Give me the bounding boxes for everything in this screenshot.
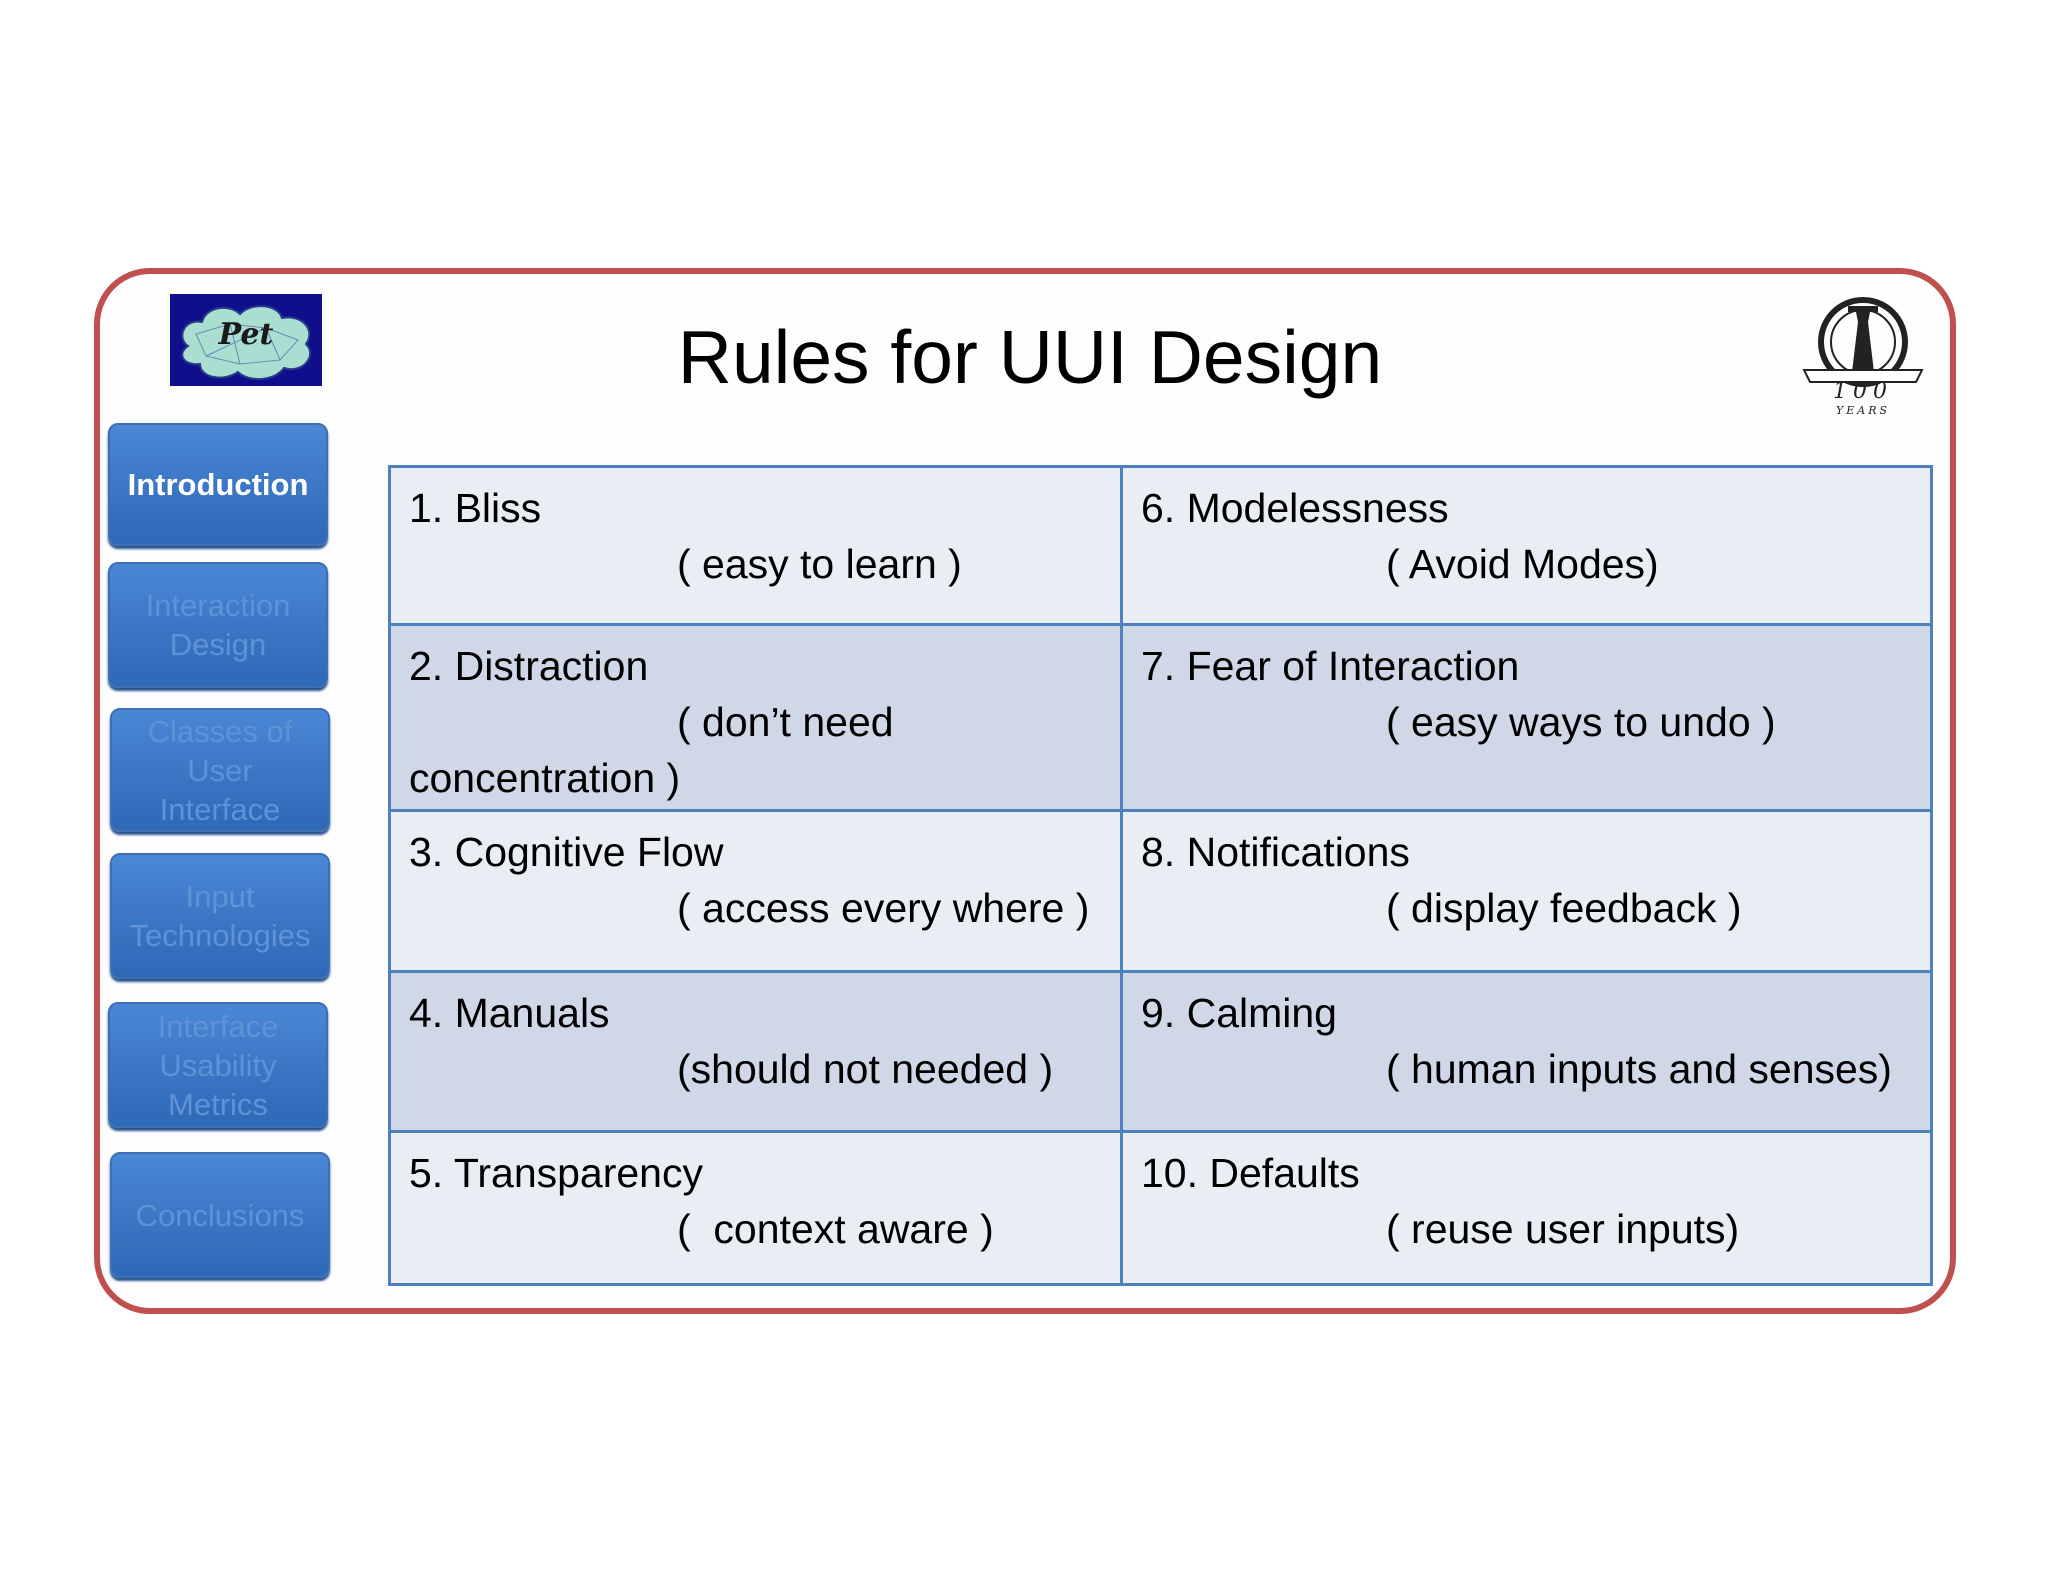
rule-name: 5. Transparency bbox=[409, 1150, 703, 1197]
rule-name: 4. Manuals bbox=[409, 989, 610, 1036]
rule-cell: 7. Fear of Interaction ( easy ways to un… bbox=[1120, 622, 1933, 813]
rule-cell: 6. Modelessness ( Avoid Modes) bbox=[1120, 465, 1933, 626]
rule-description: ( easy to learn ) bbox=[677, 541, 962, 587]
pet-logo: Pet bbox=[170, 294, 322, 386]
rule-name: 7. Fear of Interaction bbox=[1141, 642, 1520, 689]
centenary-seal: 100 YEARS bbox=[1798, 292, 1928, 418]
rule-name: 1. Bliss bbox=[409, 485, 542, 531]
rule-description-continued: concentration ) bbox=[409, 754, 681, 801]
rule-cell: 5. Transparency ( context aware ) bbox=[388, 1130, 1123, 1286]
nav-introduction-button[interactable]: Introduction bbox=[108, 423, 328, 546]
rule-name: 2. Distraction bbox=[409, 642, 649, 689]
nav-interaction-design-button[interactable]: Interaction Design bbox=[108, 562, 328, 688]
nav-label: Introduction bbox=[127, 467, 309, 502]
nav-label: Input Technologies bbox=[129, 879, 311, 953]
rule-name: 9. Calming bbox=[1141, 989, 1337, 1036]
rule-cell: 8. Notifications ( display feedback ) bbox=[1120, 809, 1933, 973]
svg-text:100: 100 bbox=[1833, 379, 1893, 404]
rule-description: ( easy ways to undo ) bbox=[1386, 698, 1776, 745]
table-row: 2. Distraction ( don’t need concentratio… bbox=[388, 622, 1933, 813]
svg-text:Pet: Pet bbox=[218, 317, 274, 352]
table-row: 3. Cognitive Flow ( access every where )… bbox=[388, 809, 1933, 973]
rule-description: ( reuse user inputs) bbox=[1386, 1206, 1740, 1253]
rule-cell: 4. Manuals (should not needed ) bbox=[388, 969, 1123, 1134]
svg-text:YEARS: YEARS bbox=[1836, 404, 1890, 417]
rule-cell: 10. Defaults ( reuse user inputs) bbox=[1120, 1130, 1933, 1286]
rule-description: ( access every where ) bbox=[677, 885, 1090, 932]
rule-cell: 1. Bliss ( easy to learn ) bbox=[388, 465, 1123, 626]
rule-name: 8. Notifications bbox=[1141, 829, 1410, 876]
nav-conclusions-button[interactable]: Conclusions bbox=[110, 1152, 330, 1278]
rules-table: 1. Bliss ( easy to learn ) 6. Modelessne… bbox=[388, 465, 1933, 1286]
rule-description: ( human inputs and senses) bbox=[1386, 1045, 1892, 1092]
rule-name: 10. Defaults bbox=[1141, 1150, 1360, 1197]
nav-label: Interface Usability Metrics bbox=[157, 1008, 279, 1122]
table-row: 1. Bliss ( easy to learn ) 6. Modelessne… bbox=[388, 465, 1933, 626]
nav-classes-of-user-interface-button[interactable]: Classes of User Interface bbox=[110, 708, 330, 832]
rule-name: 6. Modelessness bbox=[1141, 485, 1449, 531]
nav-label: Classes of User Interface bbox=[147, 713, 293, 827]
rule-cell: 3. Cognitive Flow ( access every where ) bbox=[388, 809, 1123, 973]
nav-interface-usability-metrics-button[interactable]: Interface Usability Metrics bbox=[108, 1002, 328, 1128]
table-row: 5. Transparency ( context aware ) 10. De… bbox=[388, 1130, 1933, 1286]
rule-description: (should not needed ) bbox=[677, 1045, 1054, 1092]
nav-label: Interaction Design bbox=[145, 588, 291, 662]
nav-input-technologies-button[interactable]: Input Technologies bbox=[110, 853, 330, 979]
slide-title: Rules for UUI Design bbox=[677, 315, 1383, 399]
table-row: 4. Manuals (should not needed ) 9. Calmi… bbox=[388, 969, 1933, 1134]
rule-description: ( display feedback ) bbox=[1386, 885, 1742, 932]
rule-cell: 2. Distraction ( don’t need concentratio… bbox=[388, 622, 1123, 813]
rule-description: ( Avoid Modes) bbox=[1386, 541, 1659, 587]
rule-cell: 9. Calming ( human inputs and senses) bbox=[1120, 969, 1933, 1134]
rule-name: 3. Cognitive Flow bbox=[409, 829, 724, 876]
rule-description: ( don’t need bbox=[677, 698, 894, 745]
nav-label: Conclusions bbox=[135, 1197, 305, 1233]
rule-description: ( context aware ) bbox=[677, 1206, 994, 1253]
